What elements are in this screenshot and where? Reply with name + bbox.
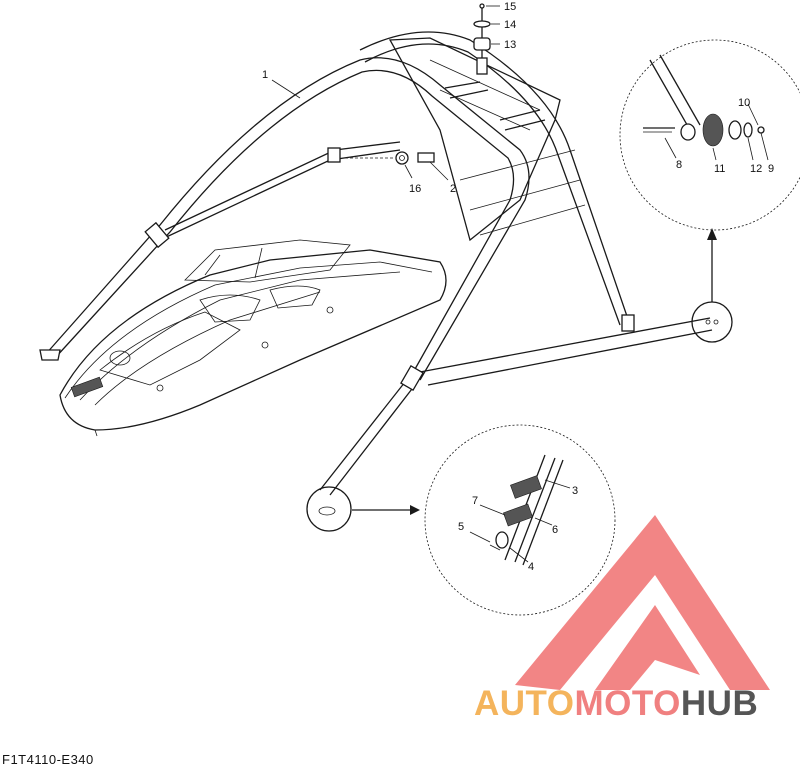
part-label-14: 14: [504, 19, 516, 31]
tower-canopy: [388, 37, 586, 242]
detail-circle-lower: [424, 424, 616, 616]
watermark-hub: HUB: [680, 684, 759, 723]
part-label-2: 2: [450, 183, 456, 195]
part-label-13: 13: [504, 39, 516, 51]
part-label-11: 11: [714, 163, 725, 175]
part-labels: 1 2 3 4 5 6 7 8 9 10 11 12 13 14 15 16: [262, 1, 774, 573]
watermark-text: AUTOMOTOHUB: [474, 684, 758, 724]
part-label-5: 5: [458, 521, 464, 533]
part-label-1: 1: [262, 69, 268, 81]
part-label-15: 15: [504, 1, 516, 13]
watermark-auto: AUTO: [474, 684, 575, 723]
boat-hull: [59, 239, 447, 437]
side-fastener: [345, 151, 449, 181]
part-label-7: 7: [472, 495, 478, 507]
top-bolt-stack: [473, 3, 500, 75]
part-label-3: 3: [572, 485, 578, 497]
part-label-4: 4: [528, 561, 534, 573]
diagram-code: F1T4110-E340: [2, 752, 94, 767]
tower-frame: [39, 31, 713, 496]
part-label-8: 8: [676, 159, 682, 171]
mount-callout-left: [306, 486, 420, 532]
mount-callout-right: [691, 228, 733, 343]
part-label-6: 6: [552, 524, 558, 536]
part-label-12: 12: [750, 163, 762, 175]
watermark-logo: [515, 515, 770, 690]
part-label-10: 10: [738, 97, 750, 109]
part-label-16: 16: [409, 183, 421, 195]
watermark-moto: MOTO: [574, 684, 681, 723]
part-label-9: 9: [768, 163, 774, 175]
detail-circle-upper: [619, 39, 800, 231]
